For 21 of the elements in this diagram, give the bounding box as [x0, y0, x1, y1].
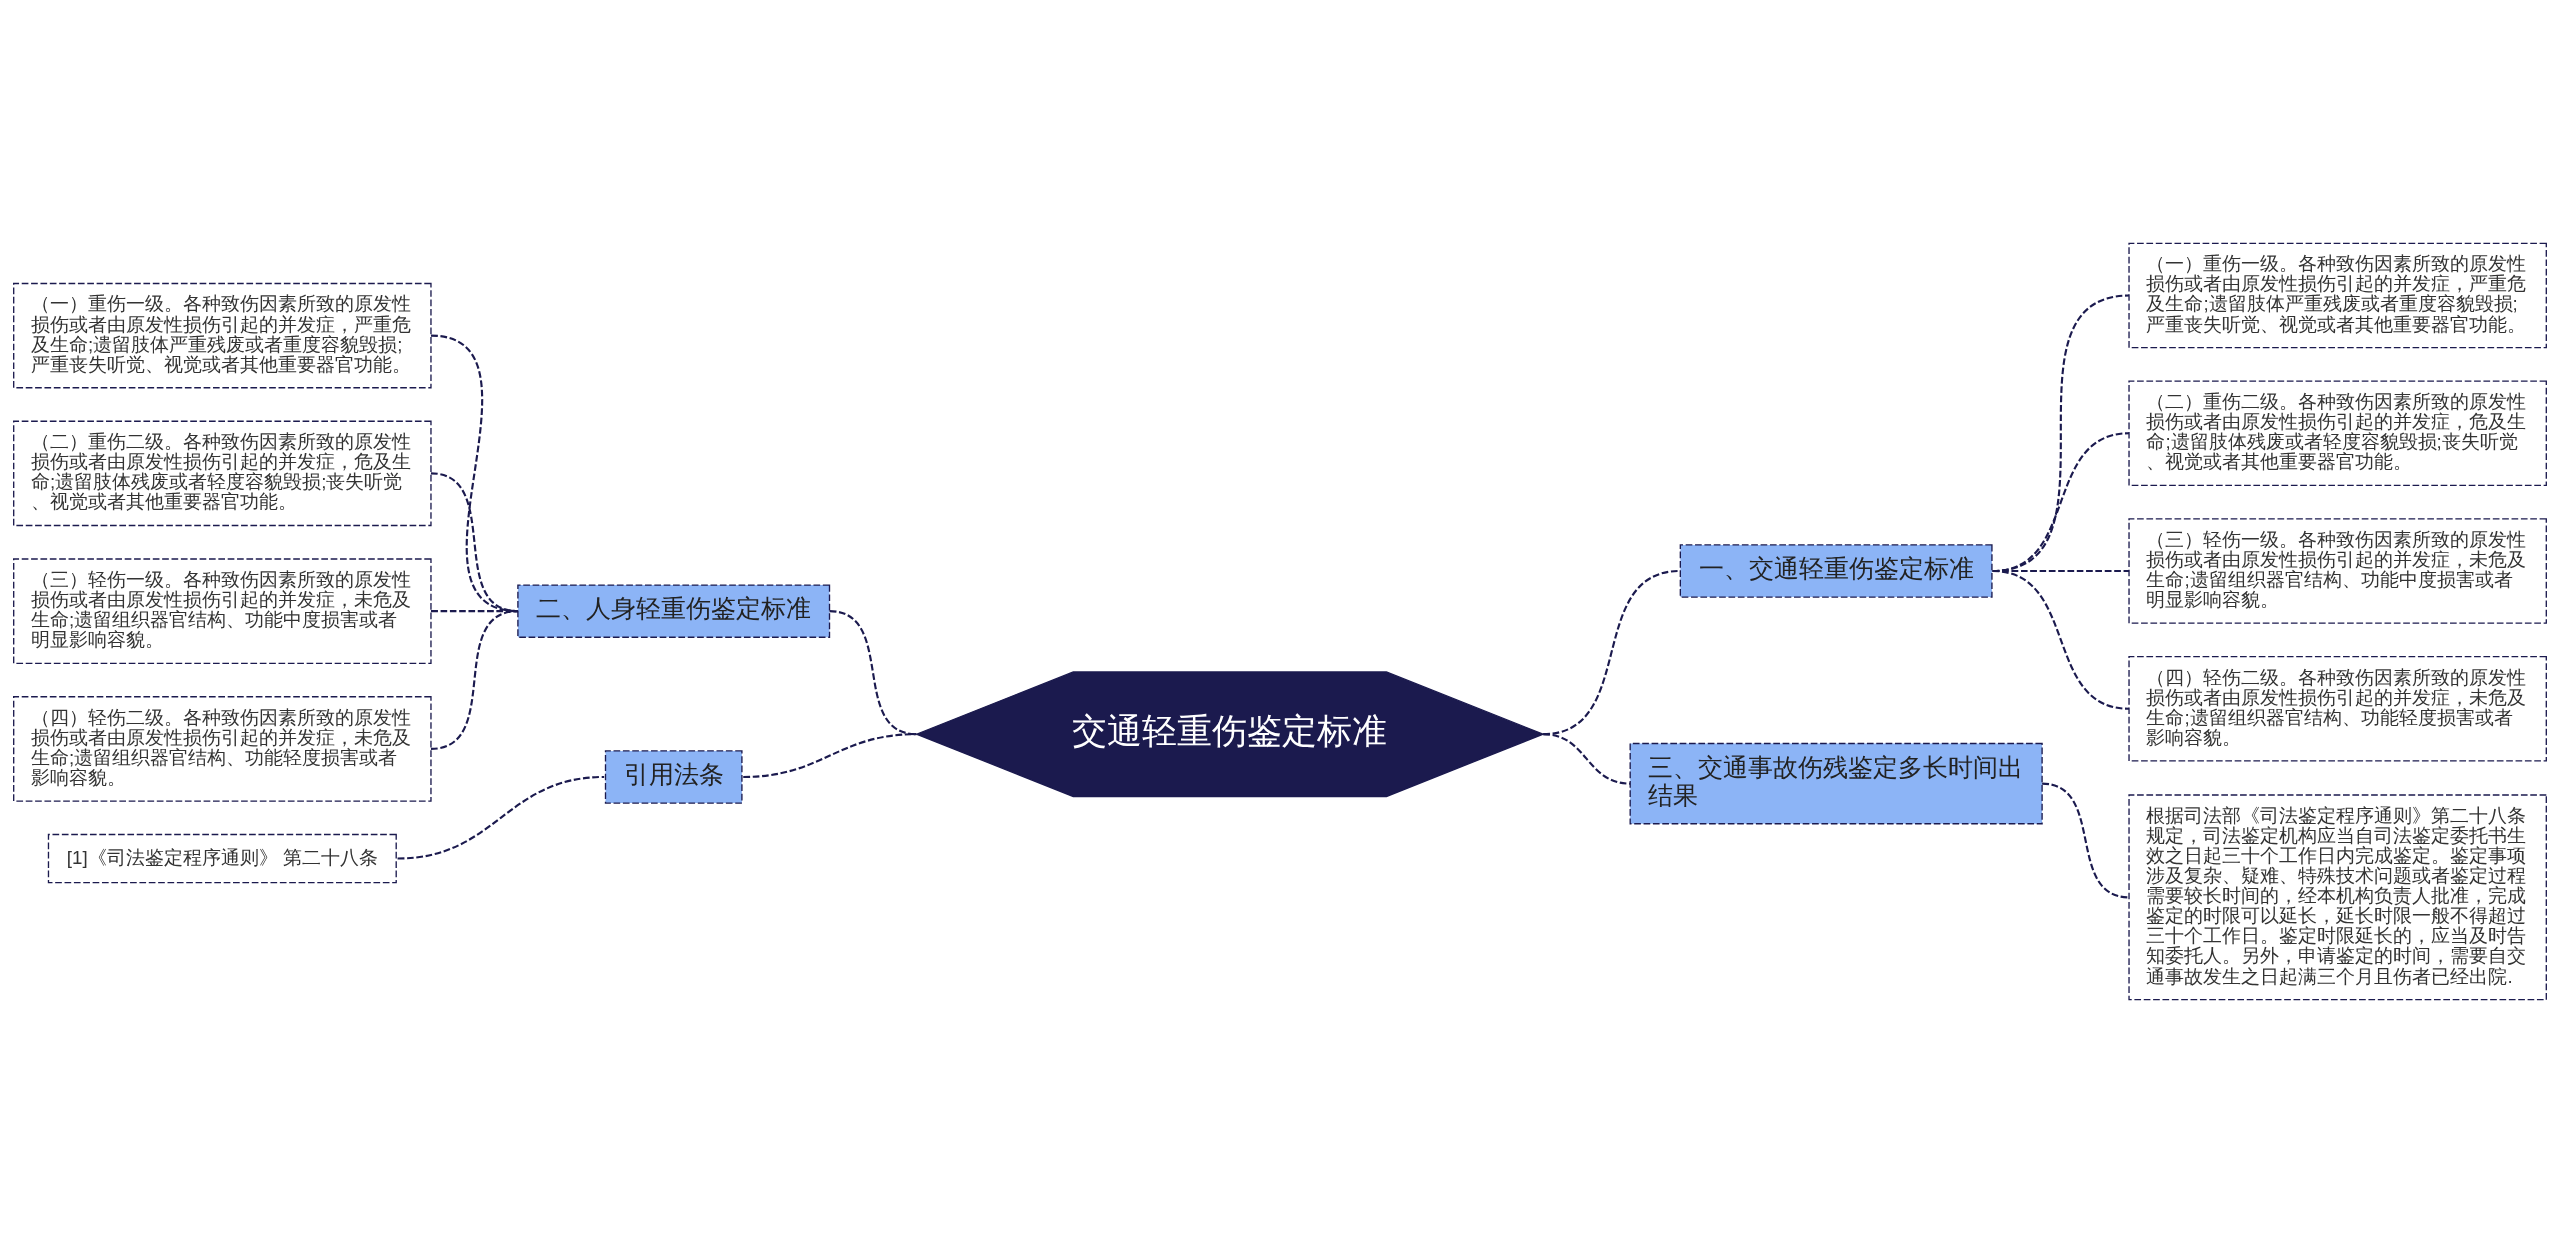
connector [829, 610, 917, 736]
node-box: （一）重伤一级。各种致伤因素所致的原发性损伤或者由原发性损伤引起的并发症，严重危及生命;遗留肢体严重残废或者重度容貌毁损;严重丧失听觉、视觉或者其他重要器官功能。 [2128, 242, 2547, 349]
node-box: （四）轻伤二级。各种致伤因素所致的原发性损伤或者由原发性损伤引起的并发症，未危及生命;遗留组织器官结构、功能轻度损害或者影响容貌。 [2128, 655, 2547, 762]
node-box: （四）轻伤二级。各种致伤因素所致的原发性损伤或者由原发性损伤引起的并发症，未危及生命;遗留组织器官结构、功能轻度损害或者影响容貌。 [13, 696, 432, 802]
node-box: 三、交通事故伤残鉴定多长时间出结果 [1629, 742, 2043, 825]
connector [1992, 569, 2130, 710]
node-box: 引用法条 [604, 750, 743, 804]
node-box: 二、人身轻重伤鉴定标准 [517, 584, 831, 638]
connector [397, 775, 605, 860]
node-box: 根据司法部《司法鉴定程序通则》第二十八条规定，司法鉴定机构应当自司法鉴定委托书生效之日起三十个工作日内完成鉴定。鉴定事项涉及复杂、疑难、特殊技术问题或者鉴定过程需要较长时间的，经本机构负责人批准，完成鉴定的时限可以延长，延长时限一般不得超过三十个工作日。鉴定时限延长的，应当及时告知委托人。另外，申请鉴定的时间，需要自交通事故发生之日起满三个月且伤者已经出院. [2128, 794, 2547, 1001]
node-box: 一、交通轻重伤鉴定标准 [1679, 544, 1993, 598]
connector [2041, 782, 2130, 899]
connector [1543, 733, 1631, 785]
node-box: （一）重伤一级。各种致伤因素所致的原发性损伤或者由原发性损伤引起的并发症，严重危及生命;遗留肢体严重残废或者重度容貌毁损;严重丧失听觉、视觉或者其他重要器官功能。 [13, 282, 432, 389]
node-box: （二）重伤二级。各种致伤因素所致的原发性损伤或者由原发性损伤引起的并发症，危及生命;遗留肢体残废或者轻度容貌毁损;丧失听觉、视觉或者其他重要器官功能。 [2128, 380, 2547, 487]
connector [430, 610, 519, 750]
node-box: （二）重伤二级。各种致伤因素所致的原发性损伤或者由原发性损伤引起的并发症，危及生命;遗留肢体残废或者轻度容貌毁损;丧失听觉、视觉或者其他重要器官功能。 [13, 420, 432, 527]
node-box: （三）轻伤一级。各种致伤因素所致的原发性损伤或者由原发性损伤引起的并发症，未危及生命;遗留组织器官结构、功能中度损害或者明显影响容貌。 [2128, 518, 2547, 624]
connector [743, 733, 917, 779]
node-box: （三）轻伤一级。各种致伤因素所致的原发性损伤或者由原发性损伤引起的并发症，未危及生命;遗留组织器官结构、功能中度损害或者明显影响容貌。 [13, 558, 432, 664]
node-box: [1]《司法鉴定程序通则》 第二十八条 [47, 833, 397, 884]
